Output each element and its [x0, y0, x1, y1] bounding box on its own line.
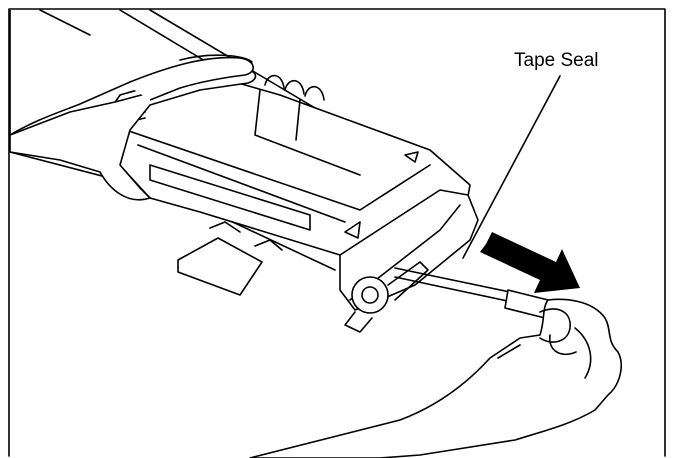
toner-cartridge: [109, 71, 471, 271]
callout-leader-line: [462, 75, 561, 259]
tape-seal-strip: [394, 267, 549, 319]
pull-direction-arrow: [480, 232, 580, 293]
tape-seal-label: Tape Seal: [514, 50, 599, 71]
figure-frame: [8, 8, 666, 457]
right-hand: [249, 298, 622, 458]
left-hand: [9, 10, 257, 201]
cartridge-end-cap: [339, 189, 479, 333]
tray-bracket: [177, 221, 283, 296]
